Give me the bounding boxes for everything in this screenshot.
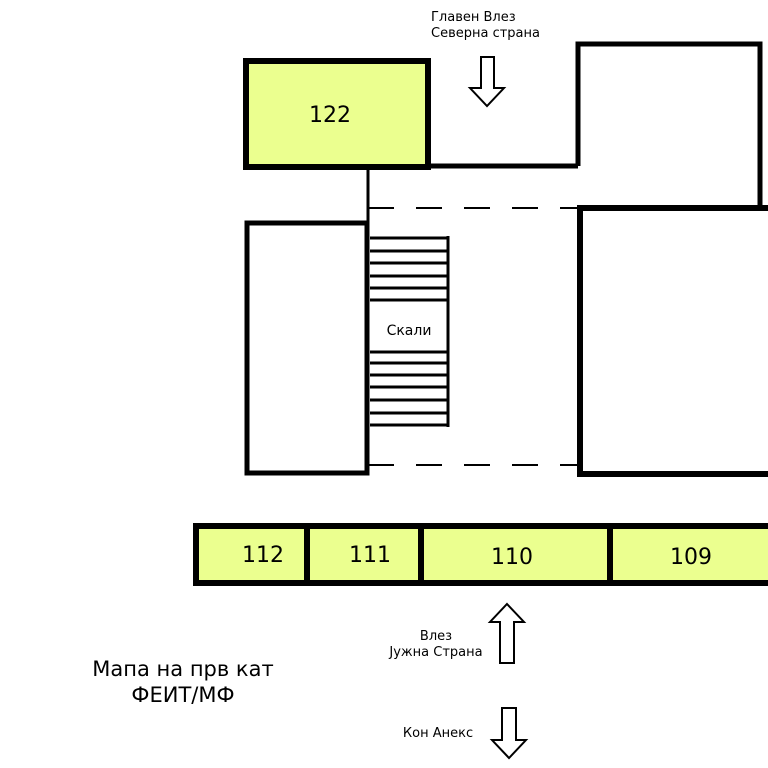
room-110-label: 110	[491, 545, 533, 570]
annex-label: Кон Анекс	[403, 726, 473, 741]
left-block	[244, 220, 370, 476]
room-109-label: 109	[670, 545, 712, 570]
room-122[interactable]	[243, 58, 431, 170]
room-122-label: 122	[309, 103, 351, 128]
room-111-label: 111	[349, 543, 391, 568]
room-109[interactable]	[607, 523, 768, 586]
stairs[interactable]	[370, 236, 450, 427]
map-title-line1: Мапа на прв кат	[92, 657, 273, 681]
stairs-label: Скали	[387, 323, 432, 339]
south-entrance-line2: Јужна Страна	[388, 645, 482, 660]
south-entrance-line1: Влез	[420, 629, 452, 644]
arrow-down-icon	[467, 56, 507, 108]
room-112-label: 112	[242, 543, 284, 568]
main-entrance-line2: Северна страна	[431, 26, 540, 41]
arrow-down-icon	[489, 707, 529, 760]
arrow-up-icon	[487, 602, 527, 664]
right-upper-block	[575, 41, 763, 208]
map-title-line2: ФЕИТ/МФ	[131, 683, 234, 707]
main-entrance-line1: Главен Влез	[431, 10, 516, 25]
right-large-block	[577, 205, 768, 477]
room-110[interactable]	[418, 523, 613, 586]
